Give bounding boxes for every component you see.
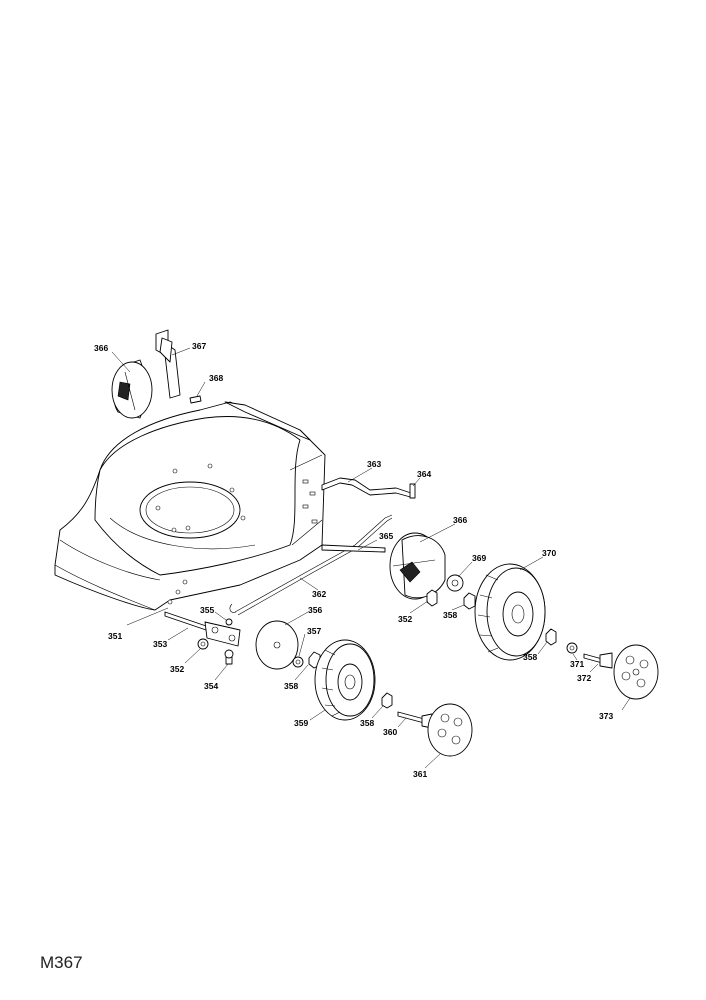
callout-370: 370: [542, 548, 556, 558]
callout-365: 365: [379, 531, 393, 541]
callout-360: 360: [383, 727, 397, 737]
callout-352-left: 352: [170, 664, 184, 674]
callout-358-front: 358: [284, 681, 298, 691]
callout-371: 371: [570, 659, 584, 669]
callout-358-hubcap: 358: [360, 718, 374, 728]
callout-362: 362: [312, 589, 326, 599]
rear-flap-upper: [111, 329, 202, 419]
rear-wheel: [426, 563, 578, 661]
callout-355: 355: [200, 605, 214, 615]
callout-359: 359: [294, 718, 308, 728]
callout-364: 364: [417, 469, 431, 479]
callout-356: 356: [308, 605, 322, 615]
rear-axle: [321, 477, 416, 499]
callout-351: 351: [108, 631, 122, 641]
callout-labels: 366 367 368 363 364 365 366 369 370 362 …: [94, 341, 613, 779]
callout-363: 363: [367, 459, 381, 469]
callout-372: 372: [577, 673, 591, 683]
front-wheel: [308, 639, 376, 721]
rear-flap-side: [389, 532, 446, 600]
rear-hubcap: [583, 644, 659, 700]
front-left-linkage: [164, 611, 304, 670]
callout-366-side: 366: [453, 515, 467, 525]
mower-deck: [54, 401, 326, 611]
callout-354: 354: [204, 681, 218, 691]
leader-lines: [111, 347, 631, 769]
callout-369: 369: [472, 553, 486, 563]
callout-368: 368: [209, 373, 223, 383]
callout-357: 357: [307, 626, 321, 636]
drawing-code: M367: [40, 953, 83, 972]
callout-373: 373: [599, 711, 613, 721]
front-axle-pin: [321, 544, 386, 553]
callout-352-right: 352: [398, 614, 412, 624]
callout-366-upper: 366: [94, 343, 108, 353]
callout-361: 361: [413, 769, 427, 779]
callout-358-outer: 358: [523, 652, 537, 662]
callout-358-rear: 358: [443, 610, 457, 620]
callout-367: 367: [192, 341, 206, 351]
front-hubcap: [381, 692, 473, 757]
callout-353: 353: [153, 639, 167, 649]
